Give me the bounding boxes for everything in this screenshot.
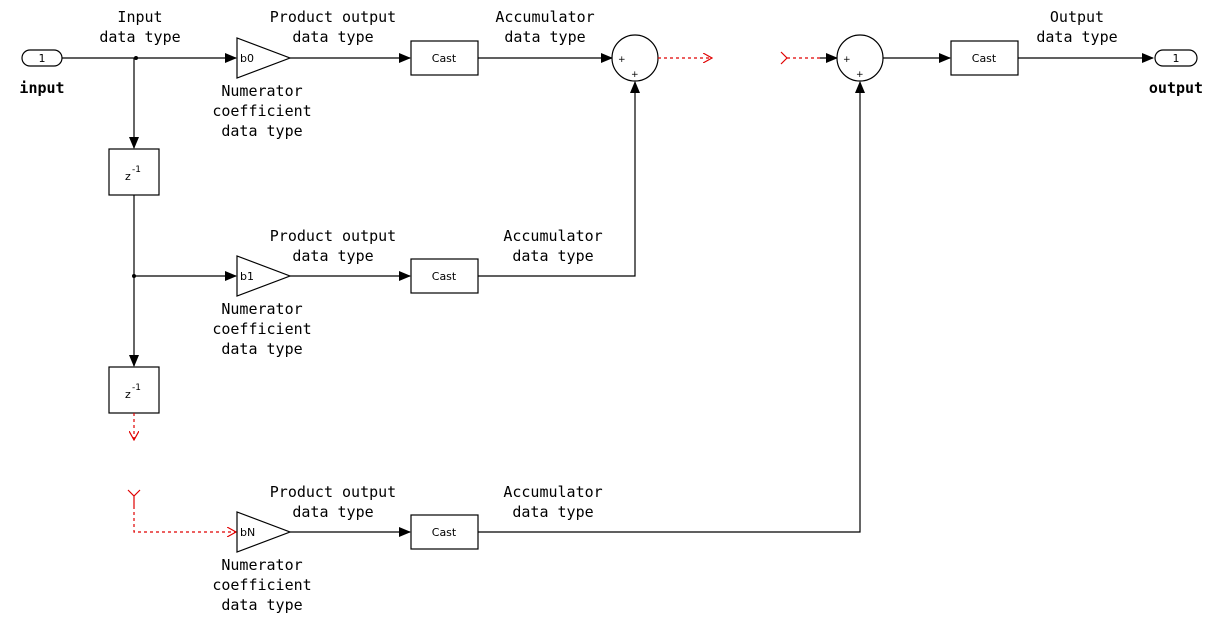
svg-text:Product output: Product output (270, 8, 396, 26)
gain-b1-label: b1 (240, 270, 254, 283)
svg-text:z: z (125, 170, 131, 183)
b0-numerator-coefficient-label: Numerator coefficient data type (212, 82, 311, 140)
svg-text:data type: data type (512, 247, 593, 265)
svg-text:coefficient: coefficient (212, 320, 311, 338)
svg-text:data type: data type (292, 503, 373, 521)
svg-text:Cast: Cast (432, 270, 457, 283)
svg-text:Output: Output (1050, 8, 1104, 26)
input-port-label: input (19, 79, 64, 97)
dashed-entry-marker-bn (127, 489, 141, 506)
cast-block-2[interactable]: Cast (410, 258, 479, 294)
wire-cast2-to-sum1 (478, 81, 640, 277)
svg-text:Accumulator: Accumulator (503, 483, 602, 501)
dashed-entry-marker-sum2 (780, 51, 788, 65)
gain-b1[interactable]: b1 (236, 255, 292, 297)
svg-text:data type: data type (221, 596, 302, 614)
gain-b0-label: b0 (240, 52, 254, 65)
svg-text:data type: data type (99, 28, 180, 46)
svg-text:Cast: Cast (972, 52, 997, 65)
svg-text:data type: data type (1036, 28, 1117, 46)
wire-cast3-to-sum2 (478, 81, 865, 533)
svg-text:Cast: Cast (432, 52, 457, 65)
svg-text:z: z (125, 388, 131, 401)
cast-block-3[interactable]: Cast (410, 514, 479, 550)
accumulator-label-1: Accumulator data type (495, 8, 594, 46)
sum-block-1[interactable]: + + (611, 34, 659, 82)
svg-text:Numerator: Numerator (221, 300, 302, 318)
svg-text:-1: -1 (132, 165, 141, 175)
svg-text:data type: data type (221, 122, 302, 140)
svg-text:Accumulator: Accumulator (495, 8, 594, 26)
svg-text:+: + (631, 70, 639, 80)
svg-text:data type: data type (292, 247, 373, 265)
gain-bN-label: bN (240, 526, 255, 539)
b1-product-output-label: Product output data type (270, 227, 396, 265)
svg-text:Product output: Product output (270, 227, 396, 245)
b0-product-output-label: Product output data type (270, 8, 396, 46)
svg-text:data type: data type (221, 340, 302, 358)
svg-text:Accumulator: Accumulator (503, 227, 602, 245)
svg-text:Input: Input (117, 8, 162, 26)
output-port-label: output (1149, 79, 1203, 97)
accumulator-label-2: Accumulator data type (503, 227, 602, 265)
cast-block-1[interactable]: Cast (410, 40, 479, 76)
output-data-type-label: Output data type (1036, 8, 1117, 46)
svg-text:data type: data type (292, 28, 373, 46)
delay-block-1[interactable]: z -1 (108, 148, 160, 196)
gain-bN[interactable]: bN (236, 511, 292, 553)
output-port-number: 1 (1173, 52, 1180, 65)
input-port-number: 1 (39, 52, 46, 65)
input-data-type-label: Input data type (99, 8, 180, 46)
svg-text:data type: data type (512, 503, 593, 521)
delay-block-2[interactable]: z -1 (108, 366, 160, 414)
b1-numerator-coefficient-label: Numerator coefficient data type (212, 300, 311, 358)
input-port[interactable]: 1 (21, 49, 63, 67)
svg-text:Numerator: Numerator (221, 82, 302, 100)
svg-text:coefficient: coefficient (212, 576, 311, 594)
sum-block-2[interactable]: + + (836, 34, 884, 82)
cast-block-4[interactable]: Cast (950, 40, 1019, 76)
svg-text:Cast: Cast (432, 526, 457, 539)
svg-text:+: + (618, 55, 626, 65)
bN-product-output-label: Product output data type (270, 483, 396, 521)
branch-point-1 (134, 56, 138, 60)
svg-text:-1: -1 (132, 383, 141, 393)
svg-text:+: + (856, 70, 864, 80)
svg-text:coefficient: coefficient (212, 102, 311, 120)
output-port[interactable]: 1 (1154, 49, 1198, 67)
bN-numerator-coefficient-label: Numerator coefficient data type (212, 556, 311, 614)
svg-text:Numerator: Numerator (221, 556, 302, 574)
svg-text:data type: data type (504, 28, 585, 46)
accumulator-label-3: Accumulator data type (503, 483, 602, 521)
gain-b0[interactable]: b0 (236, 37, 292, 79)
svg-text:+: + (843, 55, 851, 65)
svg-text:Product output: Product output (270, 483, 396, 501)
dashed-wire-to-bn (133, 506, 236, 532)
